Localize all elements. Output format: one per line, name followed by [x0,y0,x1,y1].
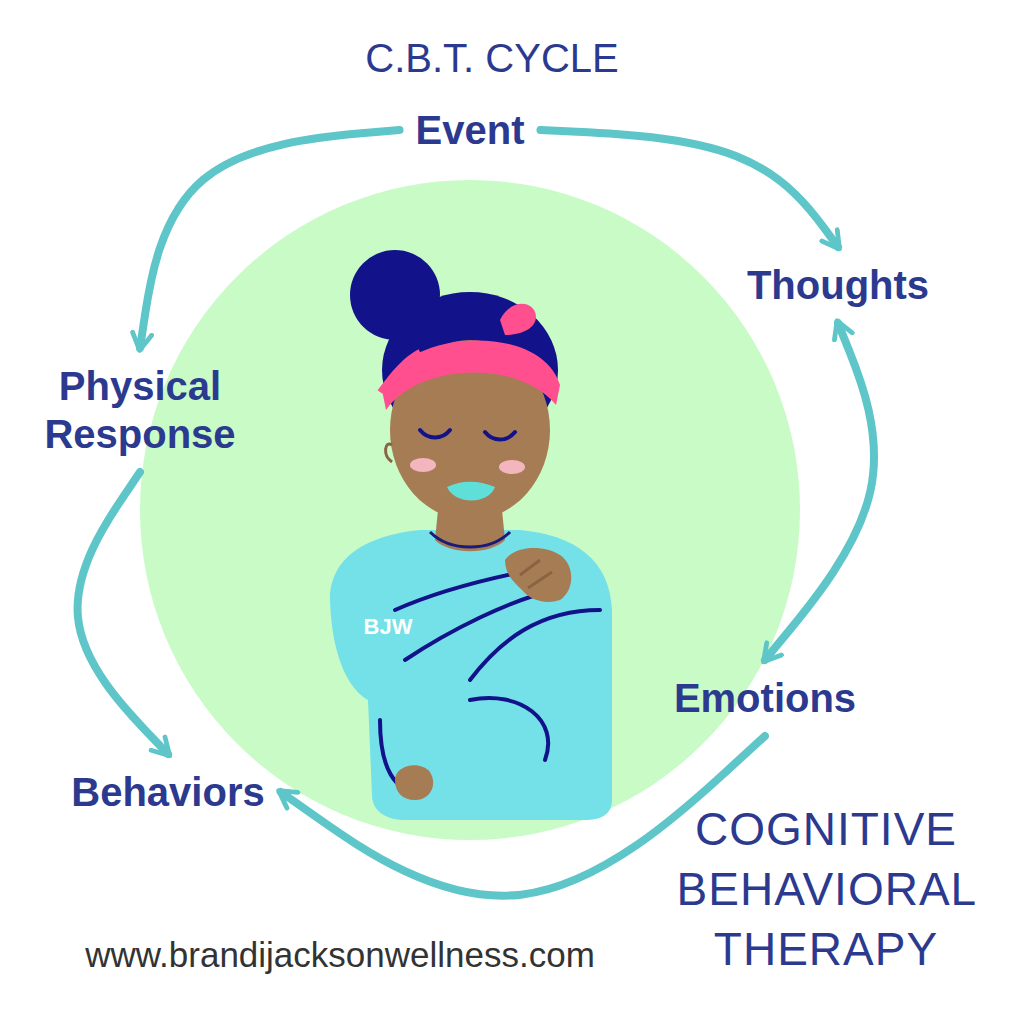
cycle-step: Behaviors [67,766,268,818]
website-url: www.brandijacksonwellness.com [85,935,595,975]
shirt-logo-box: BJW [364,614,413,640]
cycle-step: Physical Response [40,360,239,460]
cycle-arrow [540,130,838,247]
diagram-title: C.B.T. CYCLE [365,36,618,81]
cycle-arrow [765,323,874,660]
shirt-logo: BJW [364,614,413,640]
website-url-box: www.brandijacksonwellness.com [85,935,595,975]
cycle-arrow [140,130,400,348]
step-label: Emotions [674,674,856,722]
cycle-arrow [78,472,168,754]
step-label: Behaviors [71,768,264,816]
cycle-step: Thoughts [743,259,933,311]
therapy-heading: COGNITIVE BEHAVIORAL THERAPY [677,800,976,979]
cycle-step: Emotions [670,672,860,724]
green-circle [140,180,800,840]
step-label: Physical Response [44,362,235,458]
woman-figure [330,250,612,820]
therapy-heading-box: COGNITIVE BEHAVIORAL THERAPY [677,800,976,979]
cycle-step: Event [412,104,529,156]
step-label: Thoughts [747,261,929,309]
title-text: C.B.T. CYCLE [365,36,618,81]
step-label: Event [416,106,525,154]
